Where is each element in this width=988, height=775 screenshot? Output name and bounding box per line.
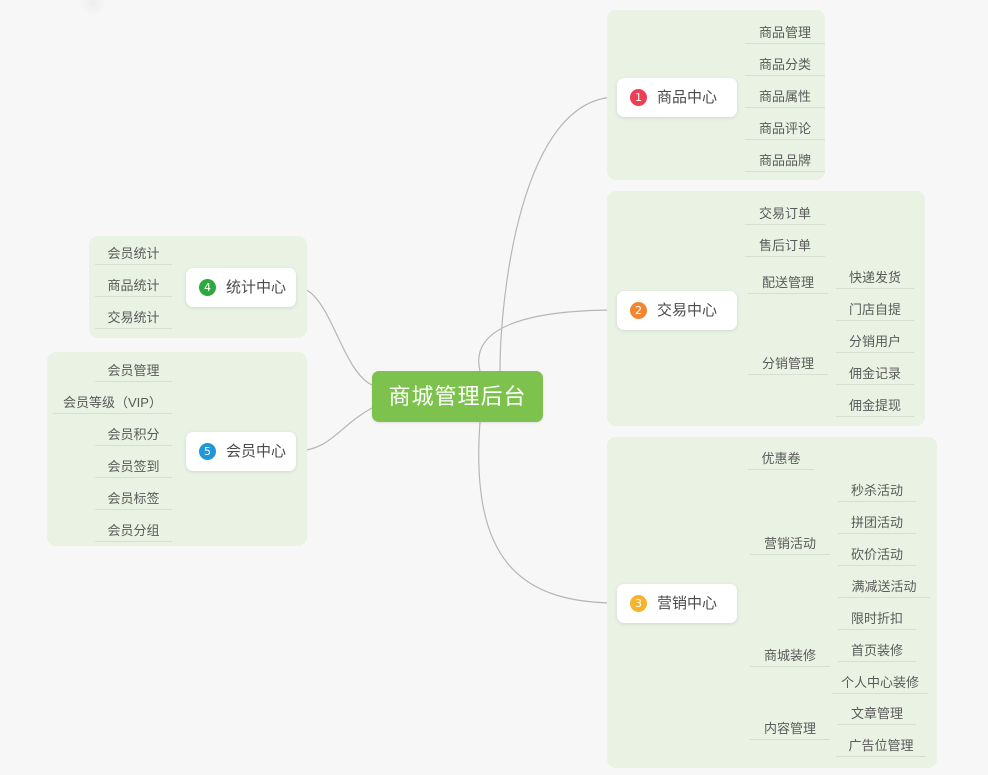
leaf-node-member-points[interactable]: 会员积分 <box>95 424 172 446</box>
leaf-node-express-shipping[interactable]: 快递发货 <box>836 267 914 289</box>
leaf-node-member-stats[interactable]: 会员统计 <box>95 243 172 265</box>
branch-badge-4: 4 <box>199 279 216 296</box>
branch-label-product-center: 商品中心 <box>657 89 718 106</box>
branch-node-trade-center[interactable]: 2 交易中心 <box>617 291 737 330</box>
leaf-node-store-pickup[interactable]: 门店自提 <box>836 299 914 321</box>
leaf-node-member-tag[interactable]: 会员标签 <box>95 488 172 510</box>
branch-label-trade-center: 交易中心 <box>657 302 718 319</box>
leaf-node-ad-slot-management[interactable]: 广告位管理 <box>836 735 926 757</box>
root-node[interactable]: 商城管理后台 <box>372 371 543 422</box>
branch-label-marketing-center: 营销中心 <box>657 595 718 612</box>
branch-label-stats-center: 统计中心 <box>226 279 287 296</box>
root-node-label: 商城管理后台 <box>388 383 527 409</box>
leaf-node-member-checkin[interactable]: 会员签到 <box>95 456 172 478</box>
background-artifact <box>80 0 106 16</box>
leaf-node-member-level-vip[interactable]: 会员等级（VIP） <box>53 392 172 414</box>
leaf-node-product-category[interactable]: 商品分类 <box>745 54 825 76</box>
leaf-node-coupon[interactable]: 优惠卷 <box>748 448 814 470</box>
leaf-node-commission-withdraw[interactable]: 佣金提现 <box>836 395 914 417</box>
leaf-node-mall-decoration[interactable]: 商城装修 <box>750 645 830 667</box>
leaf-node-product-management[interactable]: 商品管理 <box>745 22 825 44</box>
leaf-node-product-attribute[interactable]: 商品属性 <box>745 86 825 108</box>
connector-root-to-3 <box>478 421 618 604</box>
leaf-node-distribution-user[interactable]: 分销用户 <box>836 331 914 353</box>
leaf-node-trade-order[interactable]: 交易订单 <box>745 203 825 225</box>
leaf-node-commission-record[interactable]: 佣金记录 <box>836 363 914 385</box>
leaf-node-delivery-management[interactable]: 配送管理 <box>748 272 828 294</box>
leaf-node-article-management[interactable]: 文章管理 <box>838 703 916 725</box>
leaf-node-aftersale-order[interactable]: 售后订单 <box>745 235 825 257</box>
connector-root-to-5 <box>295 407 373 452</box>
leaf-node-home-decoration[interactable]: 首页装修 <box>838 640 916 662</box>
leaf-node-trade-stats[interactable]: 交易统计 <box>95 307 172 329</box>
connector-root-to-1 <box>499 96 618 372</box>
branch-badge-1: 1 <box>630 89 647 106</box>
leaf-node-content-management[interactable]: 内容管理 <box>750 718 830 740</box>
leaf-node-bargain[interactable]: 砍价活动 <box>838 544 916 566</box>
leaf-node-flash-sale[interactable]: 秒杀活动 <box>838 480 916 502</box>
branch-badge-5: 5 <box>199 443 216 460</box>
leaf-node-full-reduction[interactable]: 满减送活动 <box>838 576 930 598</box>
leaf-node-member-group[interactable]: 会员分组 <box>95 520 172 542</box>
leaf-node-marketing-campaign[interactable]: 营销活动 <box>750 533 830 555</box>
leaf-node-distribution-management[interactable]: 分销管理 <box>748 353 828 375</box>
branch-node-product-center[interactable]: 1 商品中心 <box>617 78 737 117</box>
leaf-node-product-stats[interactable]: 商品统计 <box>95 275 172 297</box>
branch-node-member-center[interactable]: 5 会员中心 <box>186 432 296 471</box>
branch-badge-2: 2 <box>630 302 647 319</box>
branch-label-member-center: 会员中心 <box>226 443 287 460</box>
leaf-node-limited-discount[interactable]: 限时折扣 <box>838 608 916 630</box>
leaf-node-product-review[interactable]: 商品评论 <box>745 118 825 140</box>
branch-badge-3: 3 <box>630 595 647 612</box>
leaf-node-product-brand[interactable]: 商品品牌 <box>745 150 825 172</box>
connector-root-to-4 <box>295 286 373 386</box>
leaf-node-member-management[interactable]: 会员管理 <box>95 360 172 382</box>
leaf-node-profile-decoration[interactable]: 个人中心装修 <box>832 672 928 694</box>
connector-root-to-2 <box>478 309 618 372</box>
branch-node-stats-center[interactable]: 4 统计中心 <box>186 268 296 307</box>
branch-node-marketing-center[interactable]: 3 营销中心 <box>617 584 737 623</box>
leaf-node-group-buy[interactable]: 拼团活动 <box>838 512 916 534</box>
